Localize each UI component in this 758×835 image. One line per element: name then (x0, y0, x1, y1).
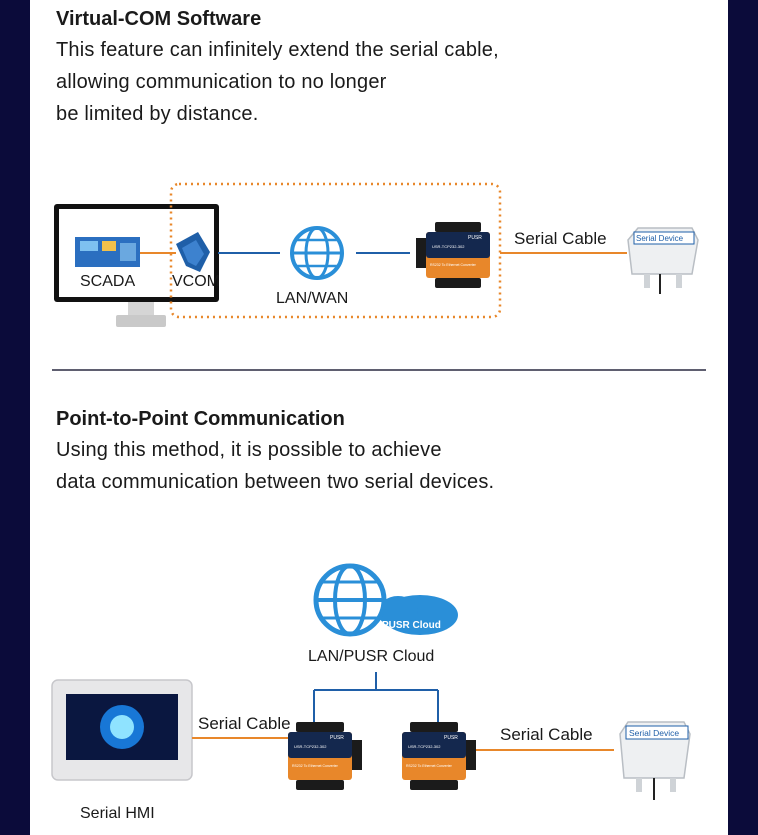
section2-line-2: data communication between two serial de… (56, 471, 495, 493)
device-brand-1: PUSR (468, 235, 482, 241)
device-caption-2: RS232 To Ethernet Converter (292, 764, 338, 768)
device-brand-3: PUSR (444, 735, 458, 741)
serial-device-2 (619, 721, 691, 800)
vcom-label: VCOM (172, 273, 220, 290)
page: Virtual-COM Software This feature can in… (30, 0, 728, 835)
converter-device-2 (288, 722, 362, 790)
device-model-2: USR-TCP232-302 (294, 744, 327, 749)
hmi-illustration (51, 679, 193, 781)
section1-line-3: be limited by distance. (56, 103, 259, 125)
serial-cable-label-3: Serial Cable (500, 725, 593, 744)
section1-title: Virtual-COM Software (56, 8, 262, 30)
section2-line-1: Using this method, it is possible to ach… (56, 439, 442, 461)
cloud-badge: PUSR Cloud (382, 620, 441, 631)
cloud-label: LAN/PUSR Cloud (308, 648, 435, 665)
device-caption-1: RS232 To Ethernet Converter (430, 263, 476, 267)
section1-line-2: allowing communication to no longer (56, 71, 387, 93)
device-model-3: USR-TCP232-302 (408, 744, 441, 749)
virtual-link-border (169, 182, 502, 319)
globe-icon (290, 226, 344, 280)
converter-device-1 (416, 222, 490, 288)
serial-cable-label-1: Serial Cable (514, 229, 607, 248)
serial-device-label-1: Serial Device (636, 234, 684, 243)
diagram-svg (51, 182, 706, 800)
vcom-connector-icon (176, 232, 210, 272)
device-model-1: USR-TCP232-302 (432, 244, 465, 249)
cloud-globe-icon (313, 563, 458, 637)
scada-label: SCADA (80, 273, 136, 290)
device-caption-3: RS232 To Ethernet Converter (406, 764, 452, 768)
hmi-label: Serial HMI (80, 805, 155, 822)
section1-line-1: This feature can infinitely extend the s… (56, 39, 499, 61)
scada-screen-icon (75, 237, 140, 267)
serial-device-label-2: Serial Device (629, 728, 680, 738)
section2-title: Point-to-Point Communication (56, 408, 345, 430)
lanwan-label: LAN/WAN (276, 290, 349, 307)
device-brand-2: PUSR (330, 735, 344, 741)
serial-cable-label-2: Serial Cable (198, 714, 291, 733)
converter-device-3 (402, 722, 476, 790)
serial-device-1 (627, 227, 699, 294)
